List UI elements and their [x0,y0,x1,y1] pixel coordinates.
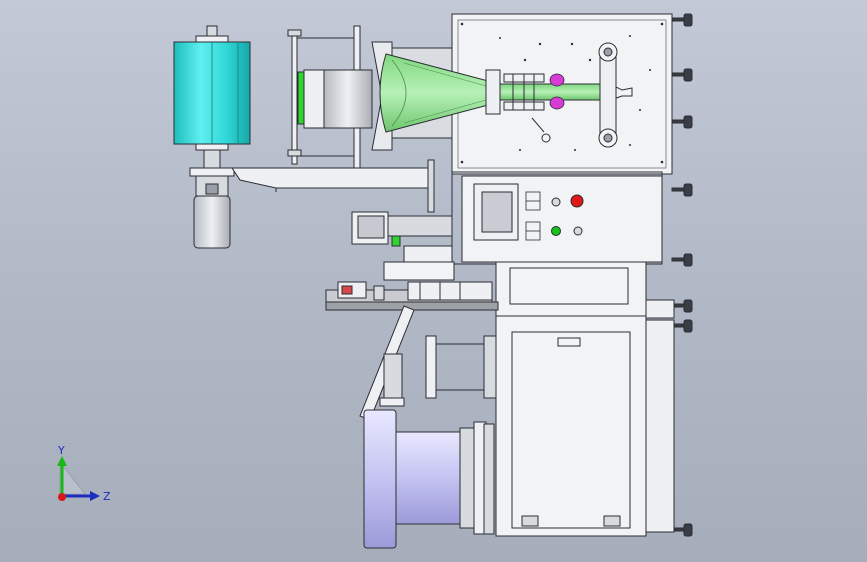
guide-frame [287,25,373,169]
coordinate-triad [57,456,100,501]
knob-2 [573,226,583,236]
lower-enclosure [495,315,675,537]
knob-1 [551,197,561,207]
cyan-roll [173,25,251,169]
red-button [570,194,584,208]
monitor [351,211,455,281]
slide-rail [325,281,499,311]
z-axis-label: Z [103,490,111,503]
support-rods [425,335,497,399]
lavender-motor [363,409,495,549]
control-panel [451,171,663,265]
selector-switch-2 [525,221,541,241]
middle-frame [495,261,675,319]
support-beam [231,159,435,213]
green-button [551,226,561,236]
selector-switch-1 [525,191,541,211]
pivot-arm [531,42,618,148]
leveling-feet [671,13,693,537]
magenta-rings [549,73,565,110]
y-axis-label: Y [57,444,65,457]
diagonal-bracket [359,305,415,421]
roll-motor [189,167,235,249]
green-nozzle [371,41,633,151]
